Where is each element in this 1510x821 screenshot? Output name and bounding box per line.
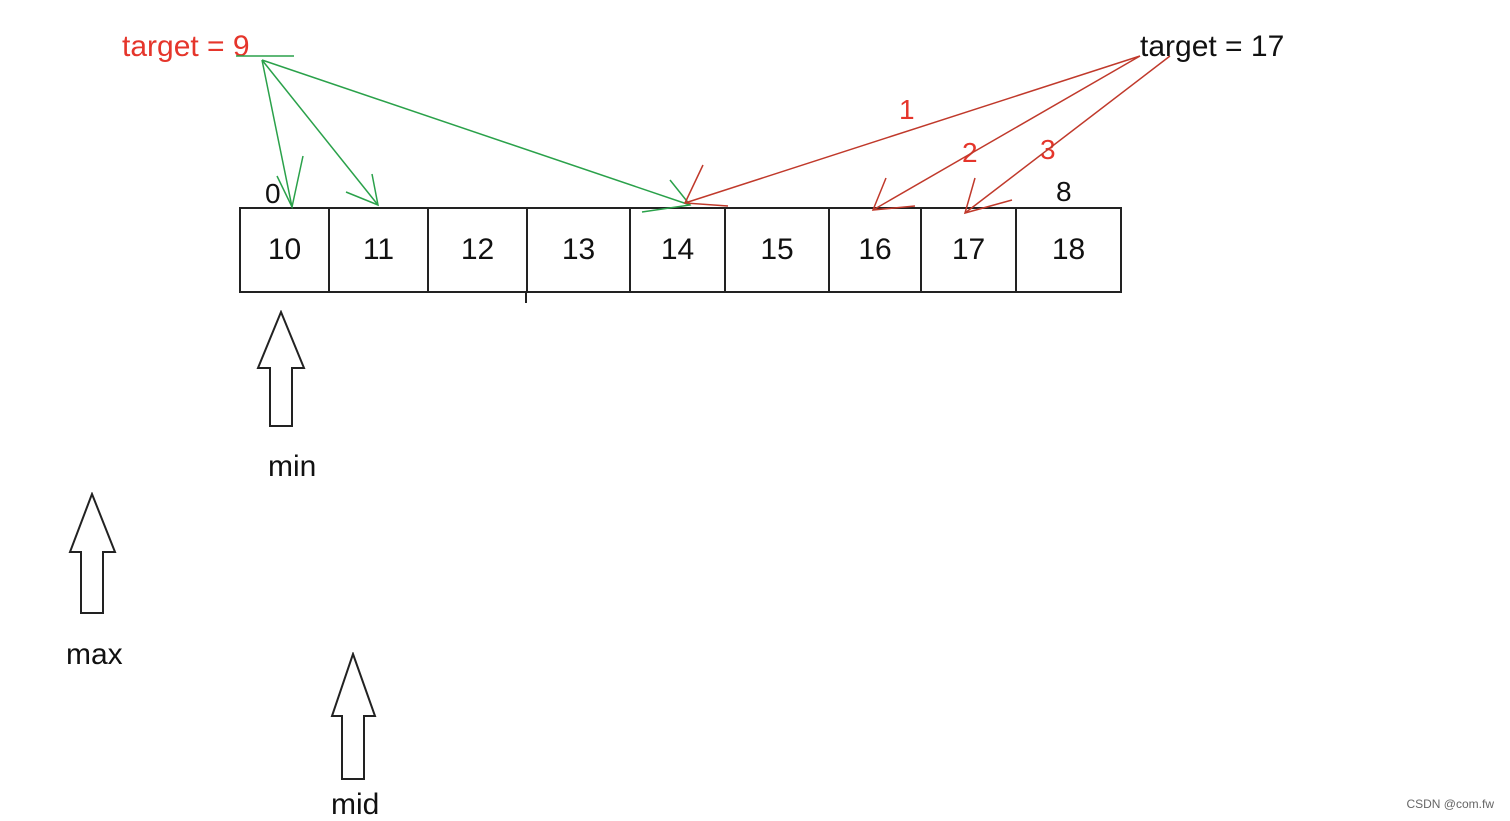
array-cell: 13 — [528, 209, 631, 291]
index-first-label: 0 — [265, 178, 281, 209]
array-cell: 12 — [429, 209, 528, 291]
red-arrow-step-1 — [684, 55, 1141, 204]
array-cell: 10 — [241, 209, 330, 291]
array-cell: 16 — [830, 209, 922, 291]
green-arrowhead — [641, 179, 692, 213]
green-arrowhead — [345, 173, 379, 207]
green-arrow-to-10 — [261, 59, 293, 208]
array-cell: 15 — [726, 209, 830, 291]
min-pointer-label: min — [268, 450, 317, 483]
step-label-1: 1 — [899, 94, 915, 125]
watermark: CSDN @com.fw — [1406, 797, 1494, 811]
red-arrow-step-3 — [964, 55, 1171, 214]
green-arrowhead — [276, 155, 304, 210]
min-pointer-arrow-icon — [256, 310, 306, 427]
array-cell: 11 — [330, 209, 429, 291]
mid-pointer-arrow-icon — [330, 652, 377, 780]
array-cell: 18 — [1017, 209, 1122, 291]
step-label-2: 2 — [962, 137, 978, 168]
green-arrows — [236, 55, 692, 213]
red-arrows — [683, 55, 1171, 215]
max-pointer-arrow-icon — [68, 492, 117, 614]
green-arrow-to-14 — [261, 59, 691, 206]
max-pointer-label: max — [66, 638, 123, 671]
array-cell: 14 — [631, 209, 726, 291]
red-arrow-step-2 — [872, 55, 1141, 211]
array-cell: 17 — [922, 209, 1017, 291]
mid-pointer-label: mid — [331, 788, 380, 821]
green-arrow-to-11 — [261, 59, 379, 206]
sorted-array: 10 11 12 13 14 15 16 17 18 — [239, 207, 1122, 293]
target-9-label: target = 9 — [122, 30, 250, 63]
red-arrowhead — [963, 177, 1013, 215]
red-arrowhead — [871, 177, 916, 211]
red-arrowhead — [683, 164, 729, 207]
target-17-label: target = 17 — [1140, 30, 1285, 63]
index-last-label: 8 — [1056, 176, 1072, 207]
